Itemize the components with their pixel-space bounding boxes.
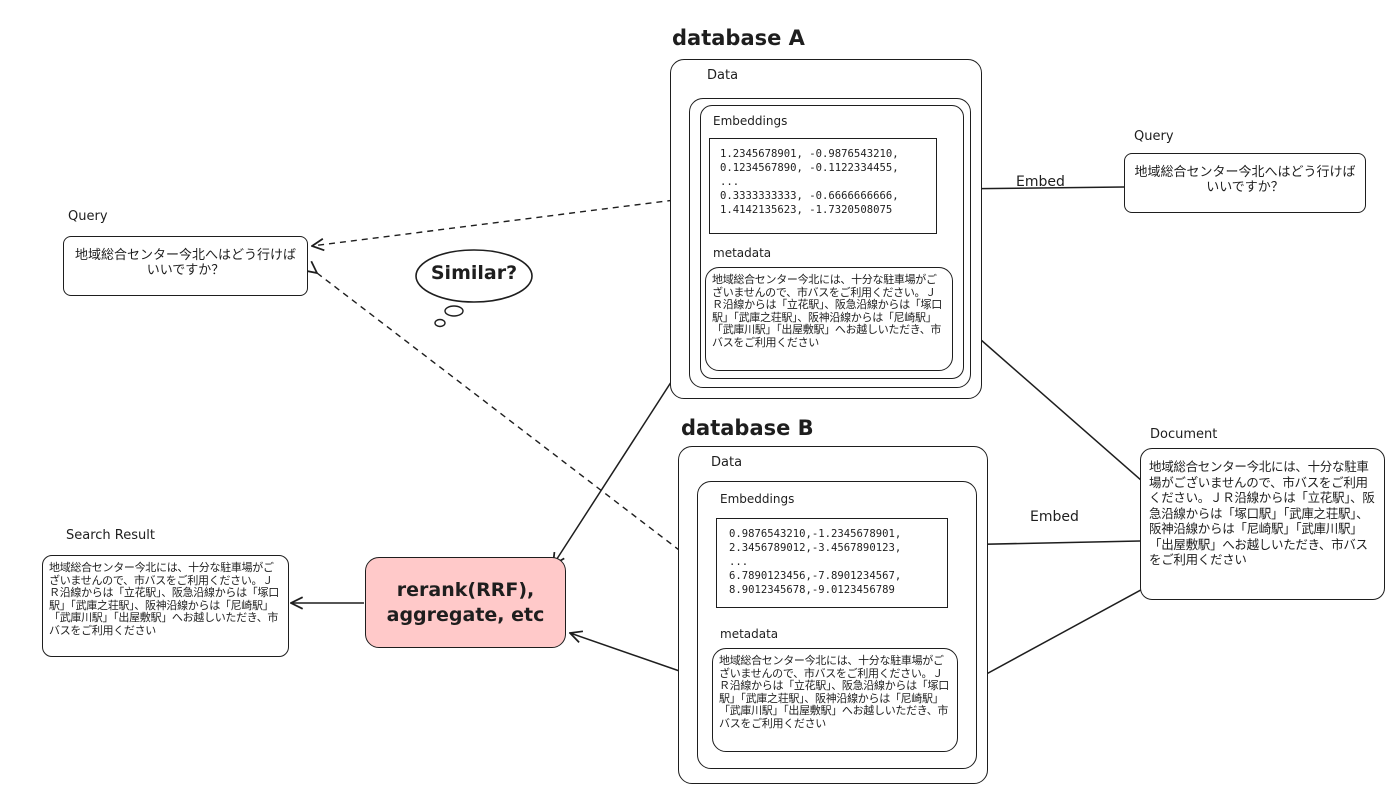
search-result-box: 地域総合センター今北には、十分な駐車場がございませんので、市バスをご利用ください… <box>42 555 289 657</box>
similarity-arrow-db-a <box>312 196 706 246</box>
embeddings-line: ... <box>729 556 749 568</box>
arrow-document-to-metadata-a <box>956 318 1151 489</box>
query-left-box: 地域総合センター今北へはどう行けばいいですか？ <box>63 236 308 296</box>
database-a-data-label: Data <box>707 68 739 83</box>
similarity-arrow-db-b <box>317 273 700 566</box>
database-b-embeddings-label: Embeddings <box>720 492 795 506</box>
query-right-box: 地域総合センター今北へはどう行けばいいですか？ <box>1124 153 1366 213</box>
rerank-aggregate-box: rerank(RRF), aggregate, etc <box>365 557 566 648</box>
database-a-embeddings-box: 1.2345678901, -0.9876543210, 0.123456789… <box>709 138 937 234</box>
thought-bubble-dot-large <box>444 305 464 317</box>
database-a-metadata-label: metadata <box>713 246 772 260</box>
embed-label-bottom: Embed <box>1030 509 1079 525</box>
similar-label: Similar? <box>430 262 518 284</box>
database-b-title: database B <box>681 416 814 440</box>
database-b-data-label: Data <box>711 455 743 470</box>
query-right-label: Query <box>1134 129 1174 144</box>
embeddings-line: 2.3456789012,-3.4567890123, <box>729 542 902 554</box>
database-a-container: Data Embeddings 1.2345678901, -0.9876543… <box>670 59 982 399</box>
embeddings-line: 0.1234567890, -0.1122334455, <box>720 162 899 174</box>
embeddings-line: 0.3333333333, -0.6666666666, <box>720 190 899 202</box>
query-left-label: Query <box>68 209 108 224</box>
embeddings-line: 1.4142135623, -1.7320508075 <box>720 204 893 216</box>
embeddings-line: 8.9012345678,-9.0123456789 <box>729 584 895 596</box>
rerank-line-1: rerank(RRF), <box>396 578 535 601</box>
embed-label-top: Embed <box>1016 174 1065 190</box>
embeddings-line: 0.9876543210,-1.2345678901, <box>729 528 902 540</box>
database-b-metadata-label: metadata <box>720 627 779 641</box>
database-b-embeddings-box: 0.9876543210,-1.2345678901, 2.3456789012… <box>716 518 948 608</box>
document-box: 地域総合センター今北には、十分な駐車場がございませんので、市バスをご利用ください… <box>1140 448 1385 600</box>
database-b-metadata-box: 地域総合センター今北には、十分な駐車場がございませんので、市バスをご利用ください… <box>712 648 958 752</box>
database-a-embeddings-label: Embeddings <box>713 114 788 128</box>
embeddings-line: 1.2345678901, -0.9876543210, <box>720 148 899 160</box>
database-a-data-box: Embeddings 1.2345678901, -0.9876543210, … <box>689 98 971 388</box>
thought-bubble-dot-small <box>434 318 446 328</box>
document-label: Document <box>1150 427 1218 442</box>
database-a-data-inner-box: Embeddings 1.2345678901, -0.9876543210, … <box>700 105 964 379</box>
rerank-line-2: aggregate, etc <box>386 603 545 626</box>
database-a-title: database A <box>672 26 805 50</box>
search-result-label: Search Result <box>66 528 155 543</box>
database-a-metadata-box: 地域総合センター今北には、十分な駐車場がございませんので、市バスをご利用ください… <box>705 267 953 371</box>
embeddings-line: 6.7890123456,-7.8901234567, <box>729 570 902 582</box>
embeddings-line: ... <box>720 176 740 188</box>
database-b-data-box: Embeddings 0.9876543210,-1.2345678901, 2… <box>697 481 977 769</box>
database-b-container: Data Embeddings 0.9876543210,-1.23456789… <box>678 446 988 784</box>
thought-bubble <box>415 249 533 303</box>
arrow-document-to-metadata-b <box>957 584 1151 690</box>
